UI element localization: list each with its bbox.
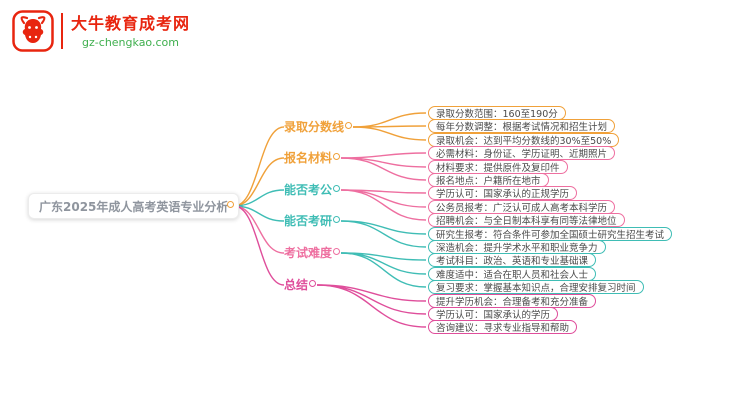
mindmap-item[interactable]: 研究生报考：符合条件可参加全国硕士研究生招生考试 [428, 227, 673, 241]
root-node-dot [227, 201, 234, 208]
mindmap-item[interactable]: 考试科目：政治、英语和专业基础课 [428, 253, 597, 267]
logo-url: gz-chengkao.com [82, 35, 179, 49]
root-node[interactable]: 广东2025年成人高考英语专业分析 [28, 193, 240, 219]
mindmap-item[interactable]: 必需材料：身份证、学历证明、近期照片 [428, 146, 616, 160]
logo-text: 大牛教育成考网 gz-chengkao.com [71, 13, 190, 50]
branch-registration-materials[interactable]: 报名材料 [284, 150, 333, 166]
mindmap-item[interactable]: 录取分数范围：160至190分 [428, 106, 566, 120]
mindmap-item[interactable]: 报名地点：户籍所在地市 [428, 173, 549, 187]
mindmap-item[interactable]: 材料要求：提供原件及复印件 [428, 160, 568, 174]
mindmap-item[interactable]: 提升学历机会：合理备考和充分准备 [428, 294, 597, 308]
branch-dot [345, 122, 352, 129]
branch-dot [333, 248, 340, 255]
branch-postgraduate-eligibility[interactable]: 能否考研 [284, 213, 333, 229]
branch-dot [333, 185, 340, 192]
site-logo[interactable]: 大牛教育成考网 gz-chengkao.com [12, 10, 190, 52]
mindmap-item[interactable]: 难度适中：适合在职人员和社会人士 [428, 267, 597, 281]
mindmap-item[interactable]: 咨询建议：寻求专业指导和帮助 [428, 320, 578, 334]
mindmap-item[interactable]: 深造机会：提升学术水平和职业竞争力 [428, 240, 606, 254]
mindmap-item[interactable]: 复习要求：掌握基本知识点，合理安排复习时间 [428, 280, 644, 294]
mindmap-item[interactable]: 每年分数调整：根据考试情况和招生计划 [428, 119, 616, 133]
mindmap-item[interactable]: 学历认可：国家承认的学历 [428, 307, 559, 321]
logo-title: 大牛教育成考网 [71, 13, 191, 33]
mindmap-item[interactable]: 录取机会：达到平均分数线的30%至50% [428, 133, 620, 147]
branch-dot [333, 153, 340, 160]
branch-exam-difficulty[interactable]: 考试难度 [284, 245, 333, 261]
mindmap-item[interactable]: 公务员报考：广泛认可成人高考本科学历 [428, 200, 616, 214]
branch-civil-service-eligibility[interactable]: 能否考公 [284, 182, 333, 198]
mindmap-item[interactable]: 学历认可：国家承认的正规学历 [428, 186, 578, 200]
branch-dot [309, 280, 316, 287]
logo-divider [61, 13, 63, 49]
mindmap-item[interactable]: 招聘机会：与全日制本科享有同等法律地位 [428, 213, 625, 227]
branch-summary[interactable]: 总结 [284, 277, 309, 293]
branch-admission-score-line[interactable]: 录取分数线 [284, 119, 345, 135]
bull-logo-icon [12, 10, 54, 52]
branch-dot [333, 216, 340, 223]
